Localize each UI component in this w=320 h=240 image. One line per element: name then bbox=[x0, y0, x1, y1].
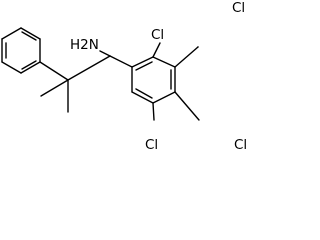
double-bond-inner bbox=[21, 60, 37, 70]
bond bbox=[40, 79, 69, 97]
bond bbox=[67, 55, 111, 81]
amine-label: H2N bbox=[70, 37, 99, 53]
bond bbox=[1, 27, 22, 40]
bond bbox=[174, 91, 200, 121]
bond bbox=[174, 46, 199, 68]
bond bbox=[152, 102, 155, 121]
double-bond-inner bbox=[135, 88, 153, 99]
chlorine-label-bottom-left: Cl bbox=[145, 137, 158, 153]
tetrachlorophenyl-ring bbox=[131, 56, 176, 104]
chlorine-label-top-right: Cl bbox=[232, 0, 245, 16]
bond bbox=[131, 56, 154, 68]
double-bond-inner bbox=[135, 61, 153, 71]
bond bbox=[39, 61, 69, 81]
bond bbox=[1, 61, 22, 74]
chlorine-bonds bbox=[152, 42, 200, 121]
bond bbox=[99, 50, 111, 57]
chlorine-label-top-left: Cl bbox=[151, 27, 164, 43]
amine-carbon: H2N bbox=[70, 37, 133, 68]
bond bbox=[131, 91, 154, 104]
bond bbox=[109, 55, 133, 68]
dimethyl-carbon bbox=[39, 55, 111, 113]
bond bbox=[20, 27, 41, 40]
double-bond-inner bbox=[21, 31, 37, 41]
bond bbox=[152, 91, 176, 104]
bond bbox=[152, 56, 176, 68]
bond bbox=[152, 42, 161, 58]
chlorine-label-bottom-right: Cl bbox=[234, 137, 247, 153]
chemical-structure: H2N Cl Cl Cl Cl bbox=[1, 0, 247, 153]
bond bbox=[20, 61, 41, 74]
phenyl-ring bbox=[1, 27, 41, 74]
